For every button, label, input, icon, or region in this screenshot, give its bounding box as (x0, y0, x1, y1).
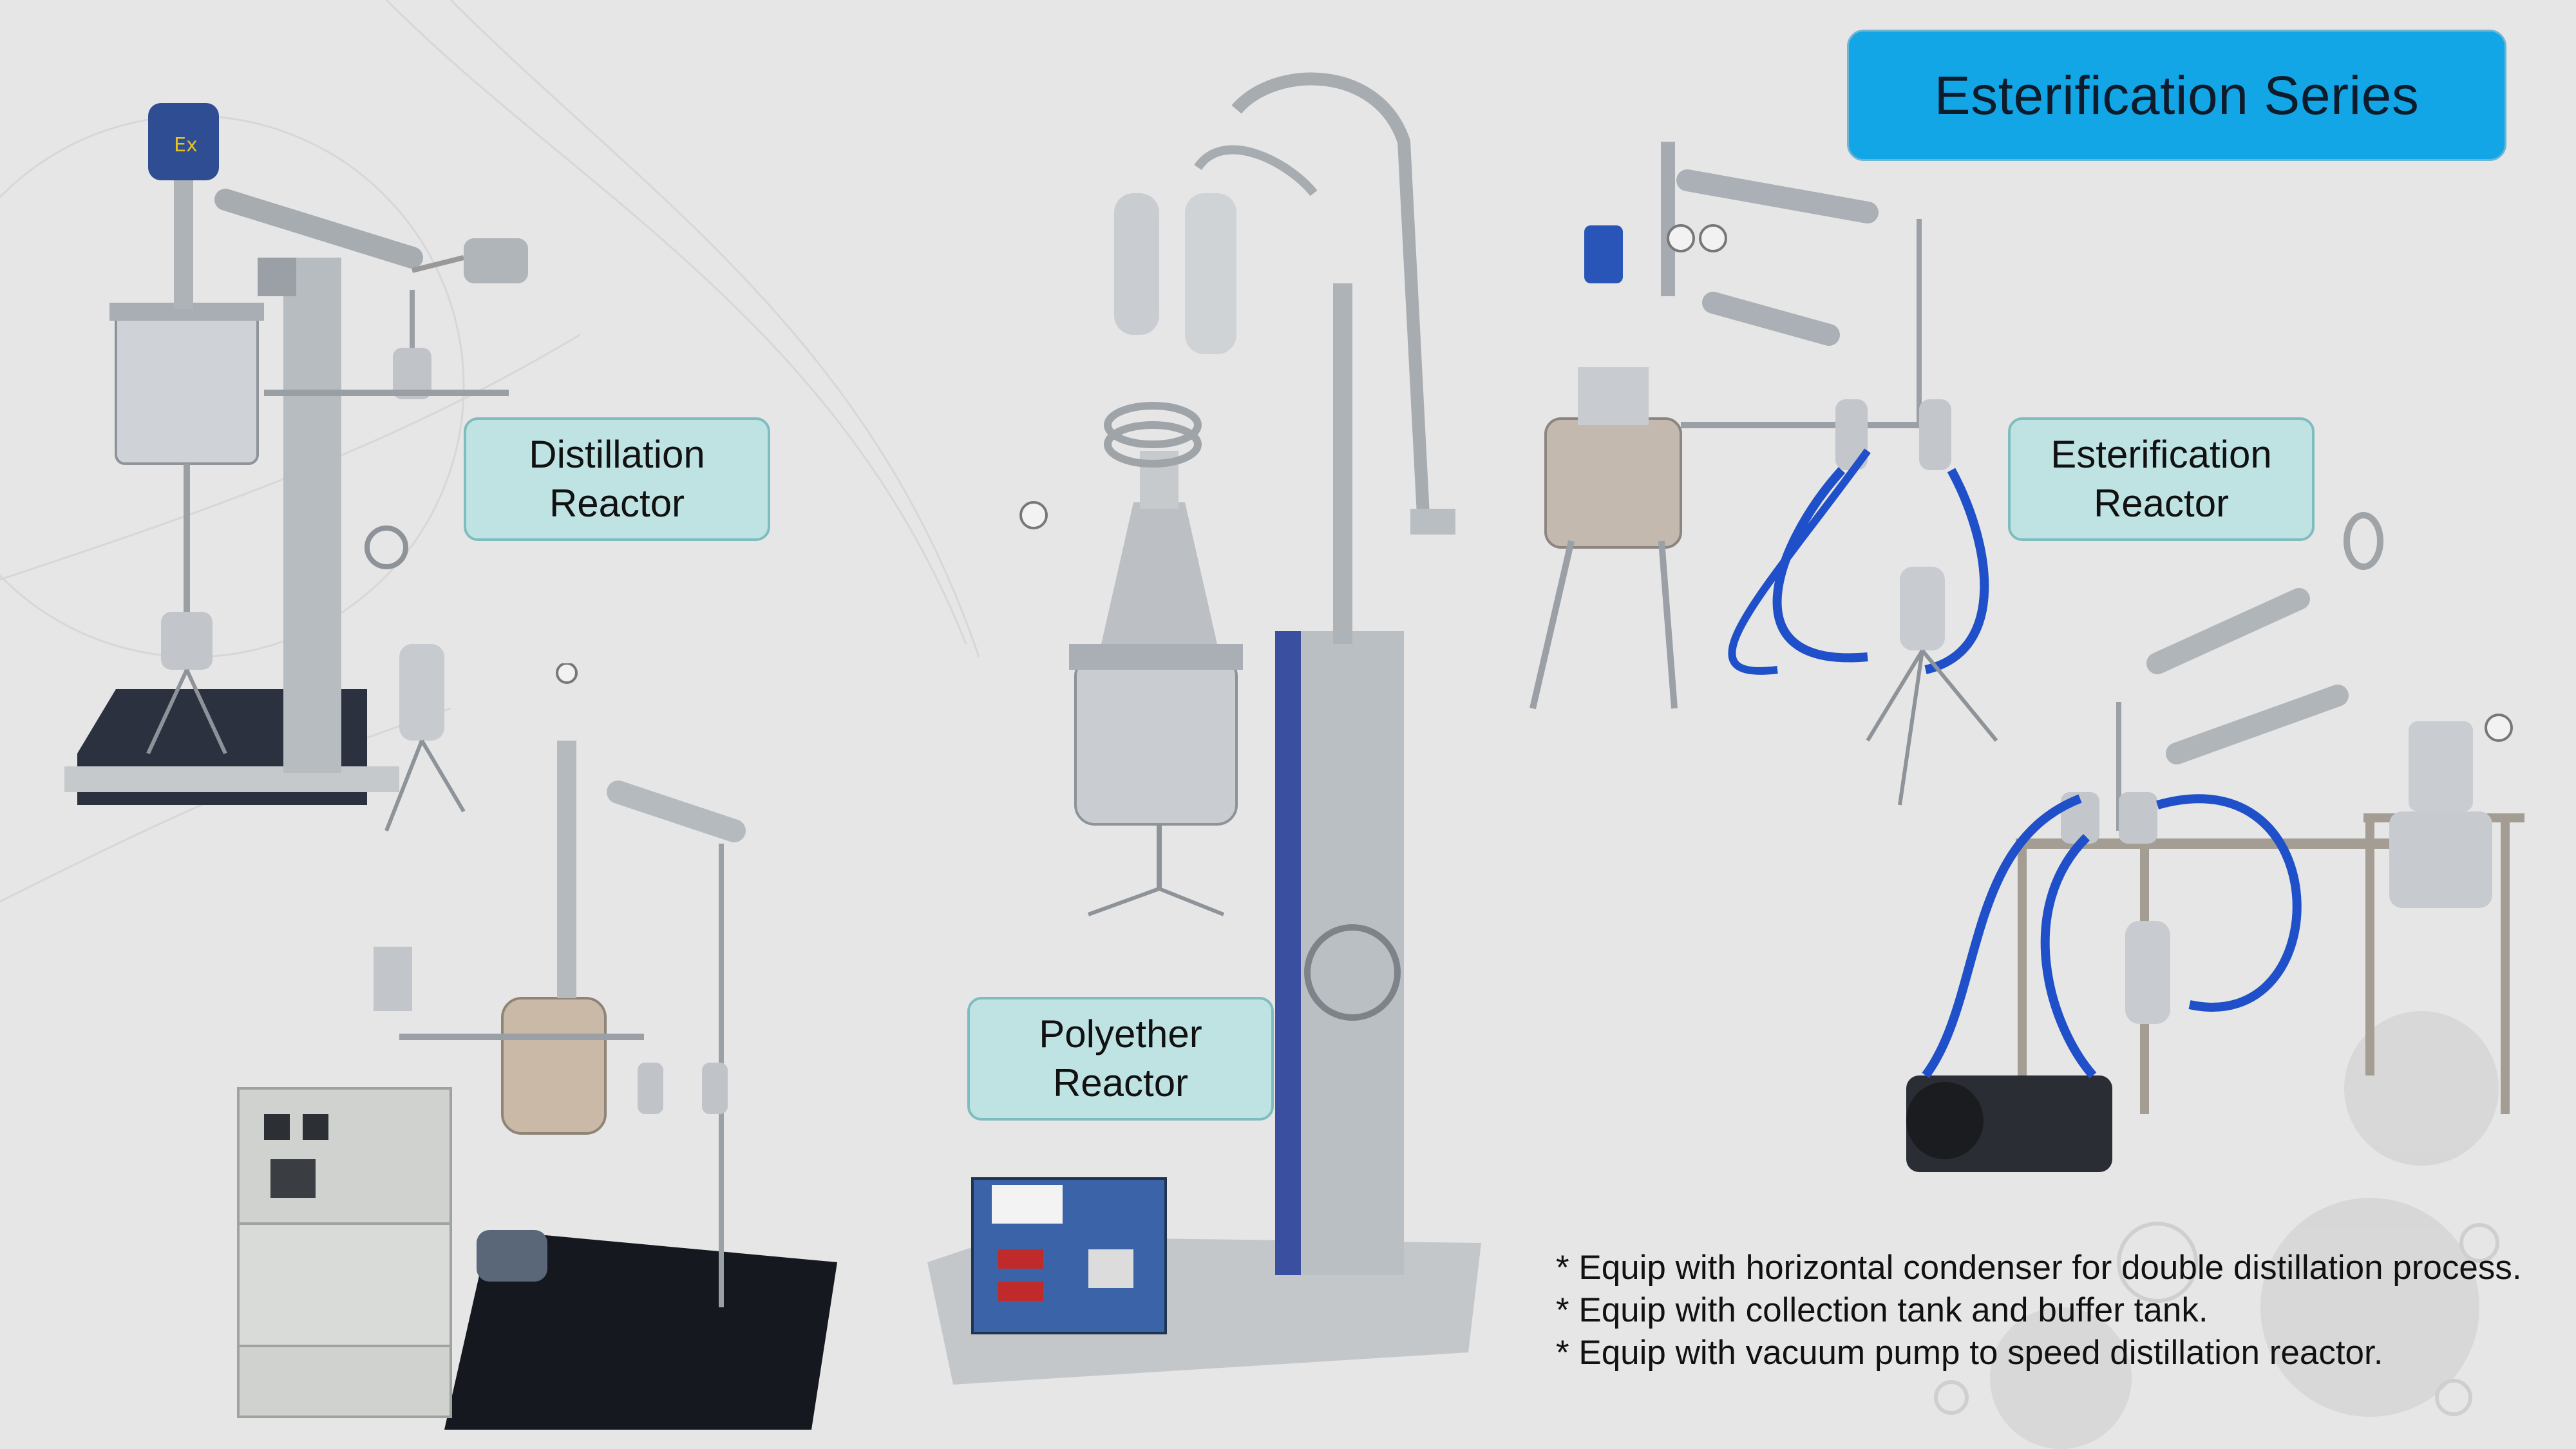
distillation-label-line2: Reactor (549, 482, 685, 525)
esterification-label-line1: Esterification (2050, 433, 2272, 477)
feature-note: * Equip with collection tank and buffer … (1556, 1291, 2208, 1329)
distillation-reactor-photo: Ex (64, 103, 528, 832)
feature-note: * Equip with horizontal condenser for do… (1556, 1249, 2522, 1287)
esterification-reactor-label: Esterification Reactor (2008, 417, 2315, 541)
feature-notes: * Equip with horizontal condenser for do… (1556, 1247, 2567, 1374)
polyether-reactor-label: Polyether Reactor (967, 997, 1274, 1121)
distillation-reactor-label: Distillation Reactor (464, 417, 770, 541)
feature-note: * Equip with vacuum pump to speed distil… (1556, 1334, 2383, 1372)
esterification-reactor-photo (1530, 142, 1998, 806)
distillation-unit-with-control-cabinet-photo (237, 663, 837, 1430)
distillation-label-line1: Distillation (529, 433, 705, 477)
page-title: Esterification Series (1934, 64, 2420, 126)
polyether-label-line2: Reactor (1052, 1061, 1189, 1104)
title-banner: Esterification Series (1847, 30, 2506, 161)
esterification-label-line2: Reactor (2093, 482, 2230, 525)
polyether-label-line1: Polyether (1039, 1012, 1202, 1056)
polyether-reactor-photo (927, 72, 1481, 1385)
esterification-unit-with-vacuum-pump-photo (1906, 512, 2524, 1172)
svg-text:Ex: Ex (174, 134, 198, 156)
